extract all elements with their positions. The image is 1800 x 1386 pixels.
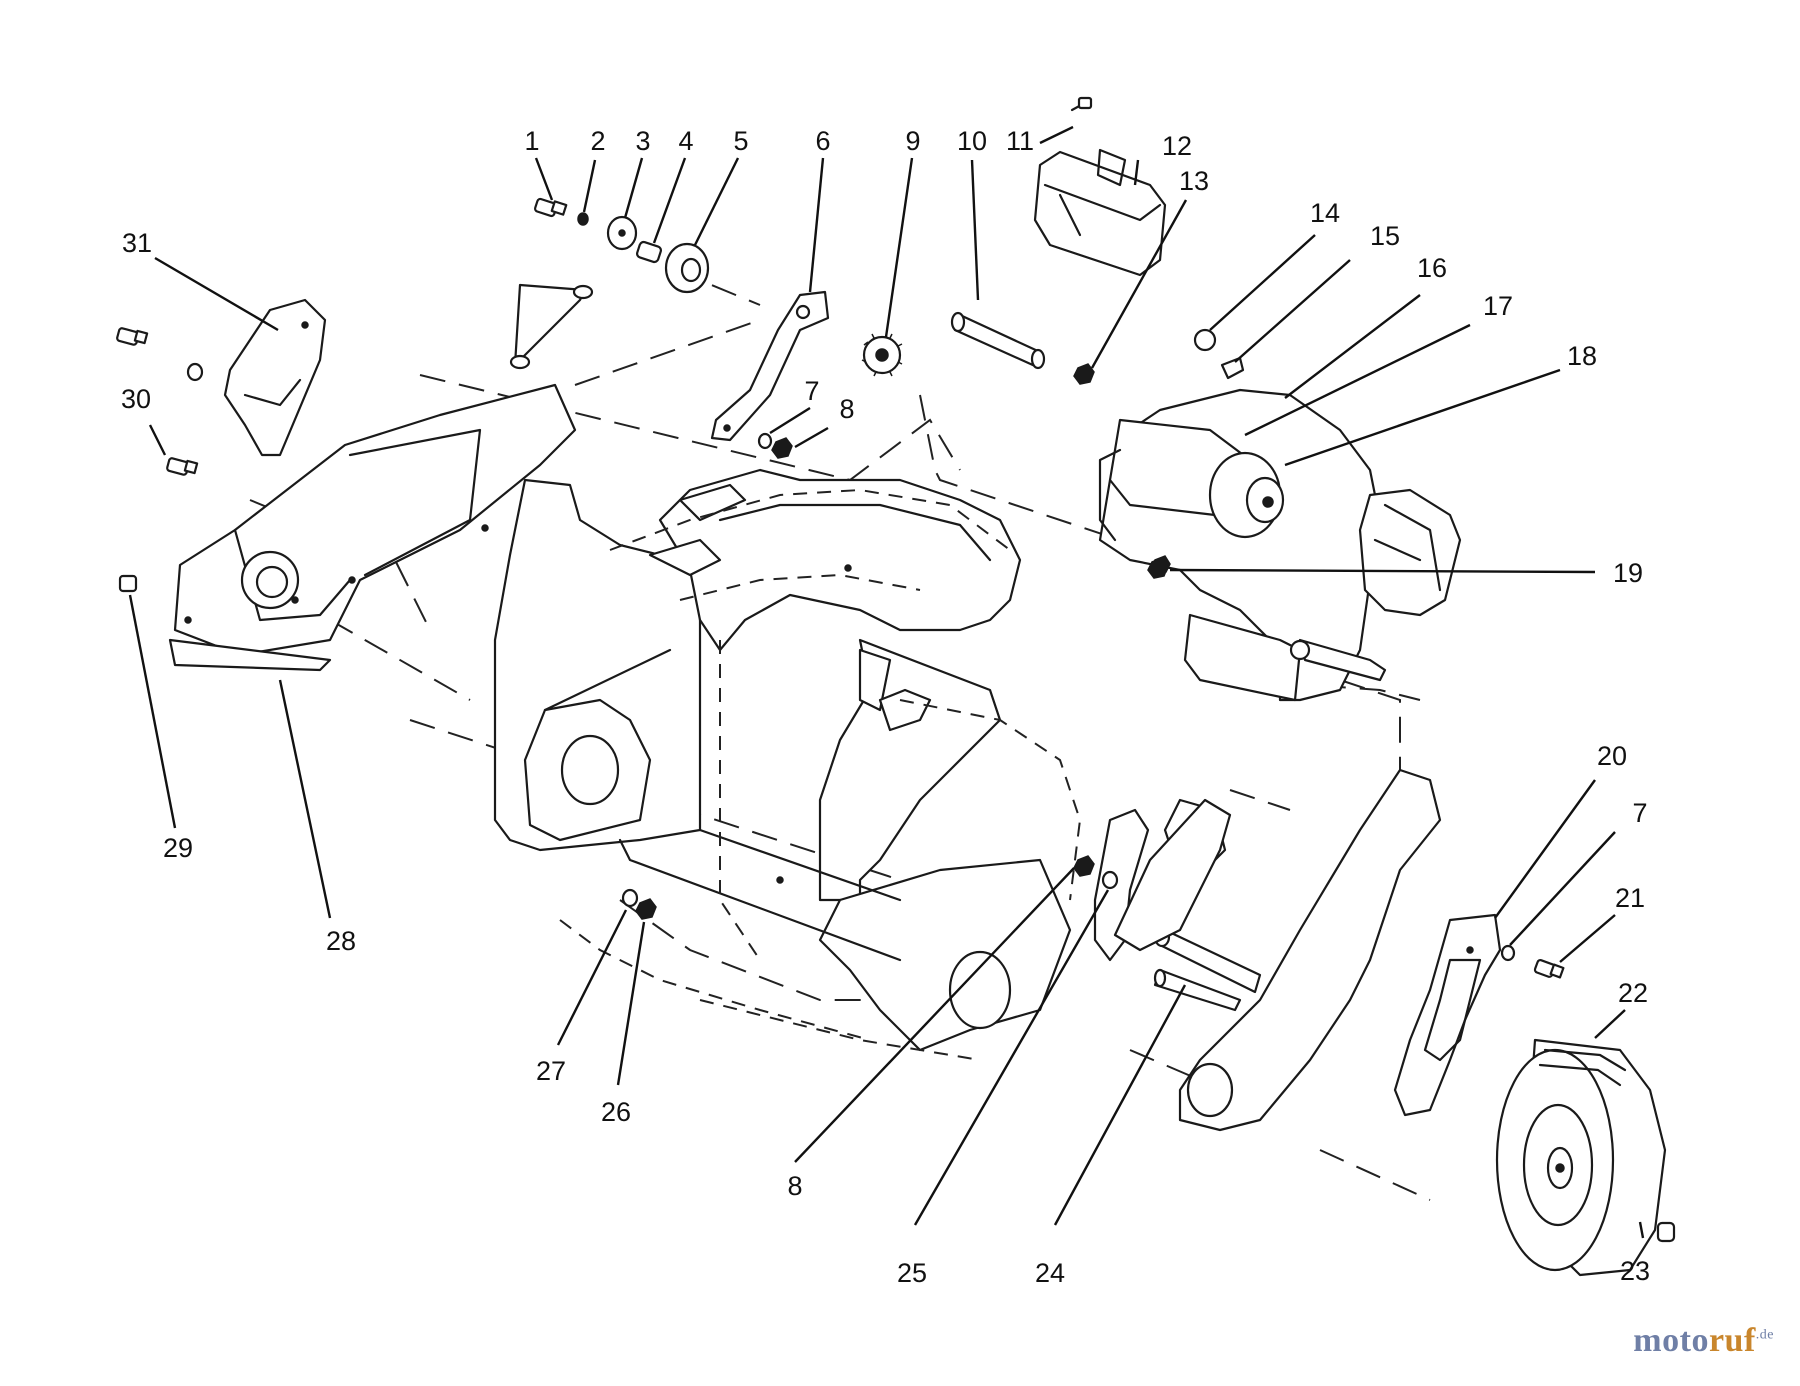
callout-8-upper: 8 xyxy=(839,394,854,424)
callout-26: 26 xyxy=(601,1097,631,1127)
part-15-clip xyxy=(1220,356,1245,380)
callout-11: 11 xyxy=(1006,126,1034,156)
callout-4: 4 xyxy=(678,126,693,156)
callout-19: 19 xyxy=(1613,558,1643,588)
callout-28: 28 xyxy=(326,926,356,956)
hidden-lines xyxy=(559,488,1082,1061)
part-30-bolt xyxy=(166,457,199,476)
part-29-bolt xyxy=(118,574,138,593)
motor-assembly xyxy=(1098,388,1462,702)
part-7-washer-a xyxy=(757,432,773,450)
callout-30: 30 xyxy=(121,384,151,414)
callout-8-lower: 8 xyxy=(787,1171,802,1201)
callout-29: 29 xyxy=(163,833,193,863)
part-25-cover xyxy=(1113,798,1232,952)
part-9-gear xyxy=(861,333,903,377)
part-22-wheel xyxy=(1495,1038,1667,1277)
part-12-switch-box xyxy=(1033,148,1167,277)
callout-7-lower: 7 xyxy=(1632,798,1647,828)
part-21-bolt xyxy=(1533,959,1565,979)
leader-lines xyxy=(128,125,1645,1239)
callout-14: 14 xyxy=(1310,198,1340,228)
callout-1: 1 xyxy=(524,126,539,156)
callout-16: 16 xyxy=(1417,253,1447,283)
callout-17: 17 xyxy=(1483,291,1513,321)
bolt-top-left xyxy=(116,327,204,382)
part-28-gear-housing xyxy=(168,383,577,672)
part-27-washer xyxy=(621,888,639,908)
callout-18: 18 xyxy=(1567,341,1597,371)
part-4-spacer xyxy=(636,240,662,264)
callout-3: 3 xyxy=(635,126,650,156)
callout-13: 13 xyxy=(1179,166,1209,196)
part-11-screw xyxy=(1070,96,1093,112)
callout-10: 10 xyxy=(957,126,987,156)
callout-31: 31 xyxy=(122,228,152,258)
part-26-nut xyxy=(635,898,657,920)
part-7-washer-b xyxy=(1500,944,1516,962)
callout-25: 25 xyxy=(897,1258,927,1288)
callout-9: 9 xyxy=(905,126,920,156)
part-5-bearing xyxy=(664,242,710,294)
watermark-logo: motoruf.de xyxy=(1633,1322,1774,1360)
part-20-bracket xyxy=(1393,913,1502,1117)
callout-7-upper: 7 xyxy=(804,376,819,406)
callout-21: 21 xyxy=(1615,883,1645,913)
callout-6: 6 xyxy=(815,126,830,156)
shaft-pin xyxy=(509,283,594,370)
part-10-shaft xyxy=(950,311,1046,370)
callout-2: 2 xyxy=(590,126,605,156)
part-3-washer xyxy=(606,215,638,251)
part-8-nut-a xyxy=(771,437,793,459)
callout-20: 20 xyxy=(1597,741,1627,771)
part-1-bolt xyxy=(534,197,568,218)
callout-27: 27 xyxy=(536,1056,566,1086)
callout-22: 22 xyxy=(1618,978,1648,1008)
part-25-washer xyxy=(1101,870,1119,890)
callout-5: 5 xyxy=(733,126,748,156)
callout-23: 23 xyxy=(1620,1256,1650,1286)
callout-15: 15 xyxy=(1370,221,1400,251)
part-8-nut-b xyxy=(1073,855,1095,877)
right-side-housing xyxy=(1093,768,1442,1132)
part-19-bolt xyxy=(1147,557,1169,579)
watermark-tld: .de xyxy=(1755,1327,1774,1343)
watermark-part-a: moto xyxy=(1633,1322,1709,1359)
watermark-part-b: ruf xyxy=(1708,1322,1756,1359)
part-6-bracket xyxy=(710,290,830,442)
part-13-nut xyxy=(1073,363,1095,385)
callout-24: 24 xyxy=(1035,1258,1065,1288)
callout-labels: 1 2 3 4 5 6 9 10 11 12 13 14 15 16 17 18… xyxy=(121,126,1650,1288)
main-auger-housing xyxy=(493,468,1072,1052)
part-14-cap xyxy=(1193,328,1217,352)
part-2-lockwasher xyxy=(577,212,589,226)
part-31-bracket xyxy=(223,298,327,457)
callout-12: 12 xyxy=(1162,131,1192,161)
part-23-cap xyxy=(1656,1221,1676,1243)
